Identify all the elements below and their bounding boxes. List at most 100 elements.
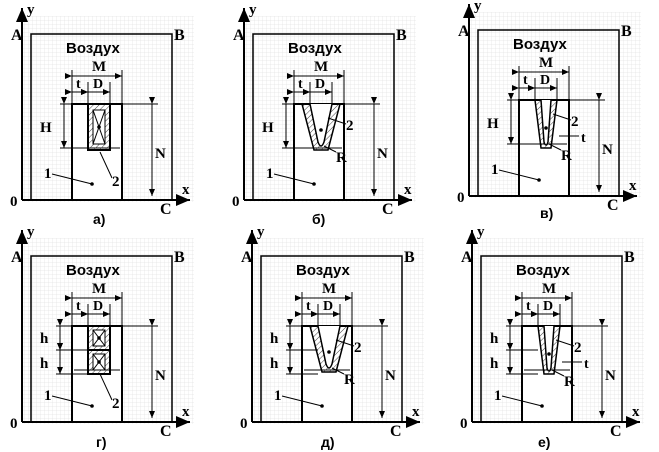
leader-r: [323, 145, 337, 153]
leader-r: [551, 369, 565, 377]
r-label: R: [336, 150, 347, 166]
leader-1: [498, 169, 540, 181]
corner-b-label: B: [404, 249, 415, 266]
r-label: R: [564, 374, 575, 390]
label-2: 2: [354, 340, 362, 356]
captions: а) б) в) г) д) е): [93, 205, 553, 450]
corner-b-label: B: [396, 27, 407, 44]
label-2: 2: [574, 340, 582, 356]
leader-2: [555, 339, 575, 347]
label-1: 1: [494, 388, 502, 404]
caption-b: б): [312, 211, 325, 227]
air-label: Воздух: [66, 262, 120, 279]
label-2: 2: [112, 396, 120, 412]
body-point: [540, 404, 544, 408]
caption-d: д): [321, 434, 335, 450]
h-small-label-1: h: [270, 331, 279, 347]
h-big-label: H: [40, 120, 52, 136]
n-label: N: [602, 142, 613, 158]
h-small-label-2: h: [490, 356, 499, 372]
leader-1: [273, 173, 315, 185]
corner-c-label: C: [160, 423, 172, 440]
leader-2: [335, 339, 355, 347]
corner-a-label: A: [241, 249, 253, 266]
label-1: 1: [266, 166, 274, 182]
corner-b-label: B: [174, 249, 185, 266]
heater-point: [544, 126, 548, 130]
corner-c-label: C: [607, 197, 619, 214]
label-1: 1: [44, 388, 52, 404]
m-label: M: [322, 281, 336, 297]
m-label: M: [542, 281, 556, 297]
body-point: [90, 182, 94, 186]
axis-y-label: y: [249, 2, 257, 18]
d-label: D: [93, 77, 103, 92]
h-big-label: H: [487, 116, 499, 132]
origin-label: 0: [232, 194, 240, 210]
caption-e: е): [538, 434, 550, 450]
n-label: N: [377, 146, 388, 162]
origin-label: 0: [240, 416, 248, 432]
heater-core: [543, 325, 555, 372]
t-label: t: [76, 77, 81, 92]
heater-point: [319, 128, 323, 132]
axis-x-label: x: [412, 404, 420, 420]
n-label: N: [385, 368, 396, 384]
air-label: Воздух: [516, 262, 570, 279]
body-point: [312, 182, 316, 186]
origin-label: 0: [460, 416, 468, 432]
corner-c-label: C: [390, 423, 402, 440]
corner-b-label: B: [621, 23, 632, 40]
corner-a-label: A: [11, 27, 23, 44]
axis-y-label: y: [474, 0, 482, 14]
corner-c-label: C: [382, 201, 394, 218]
heater-core: [540, 99, 552, 146]
axis-x-label: x: [629, 178, 637, 194]
corner-a-label: A: [233, 27, 245, 44]
heater-point: [547, 352, 551, 356]
axis-x-label: x: [404, 182, 412, 198]
air-label: Воздух: [288, 40, 342, 57]
n-label: N: [155, 368, 166, 384]
n-label: N: [605, 368, 616, 384]
t-label: t: [523, 73, 528, 88]
t-label: t: [76, 299, 81, 314]
axis-y-label: y: [27, 2, 35, 18]
d-label: D: [315, 77, 325, 92]
leader-2: [327, 117, 347, 125]
axis-x-label: x: [182, 404, 190, 420]
caption-v: в): [540, 205, 553, 221]
r-label: R: [561, 148, 572, 164]
corner-b-label: B: [174, 27, 185, 44]
air-label: Воздух: [296, 262, 350, 279]
corner-a-label: A: [461, 249, 473, 266]
label-2: 2: [571, 114, 579, 130]
label-2: 2: [112, 174, 120, 190]
heater-core: [309, 103, 333, 147]
d-label: D: [93, 299, 103, 314]
leader-1: [51, 173, 93, 185]
axis-y-label: y: [477, 224, 485, 240]
heater-point-2: [97, 360, 101, 364]
d-label: D: [323, 299, 333, 314]
d-label: D: [543, 299, 553, 314]
axis-x-label: x: [632, 404, 640, 420]
corner-c-label: C: [610, 423, 622, 440]
label-2: 2: [346, 118, 354, 134]
leader-2: [99, 151, 113, 179]
label-1: 1: [44, 166, 52, 182]
origin-label: 0: [457, 190, 465, 206]
air-label: Воздух: [513, 36, 567, 53]
t-label: t: [306, 299, 311, 314]
caption-g: г): [96, 434, 107, 450]
corner-b-label: B: [624, 249, 635, 266]
leader-r: [331, 367, 345, 375]
origin-label: 0: [10, 194, 18, 210]
